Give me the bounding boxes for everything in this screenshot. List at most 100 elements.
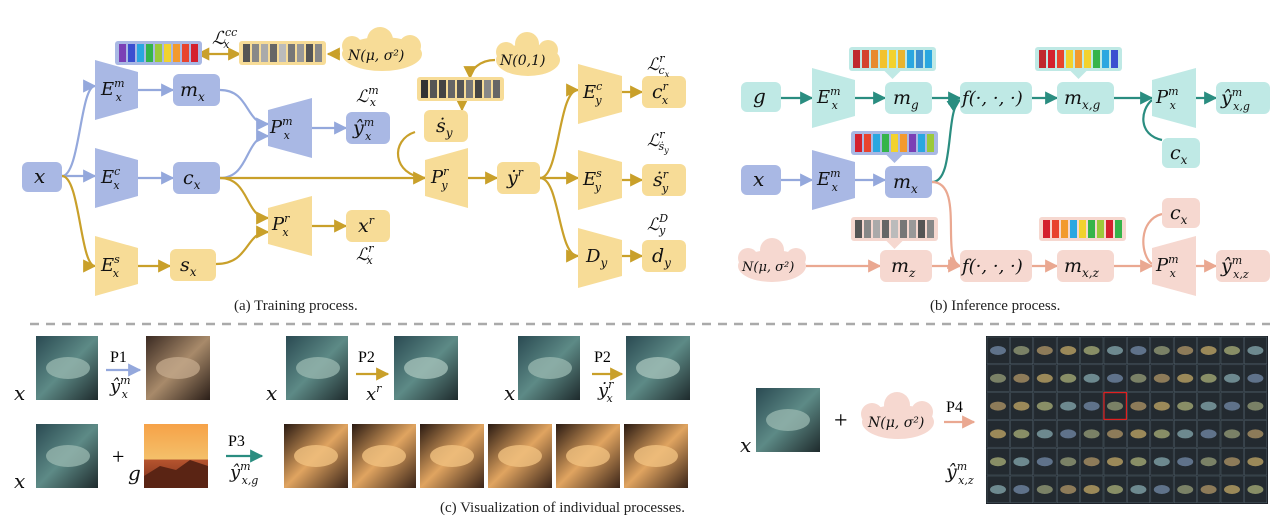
code-bar-pointer (886, 155, 903, 163)
vis-p4-output-grid (986, 336, 1268, 504)
code-cell (1111, 50, 1118, 68)
inf-bar-xz (1039, 217, 1126, 241)
code-cell (457, 80, 464, 98)
code-cell (1066, 50, 1073, 68)
node-yhat-m-x (346, 112, 390, 144)
vis-p3-fish-body (634, 445, 678, 467)
code-cell (909, 134, 916, 152)
code-cell (430, 80, 437, 98)
vis-p4-fish-body (1013, 346, 1030, 355)
code-cell (889, 50, 896, 68)
inf-out-bottom (1216, 250, 1270, 282)
caption-c: (c) Visualization of individual processe… (440, 500, 685, 516)
inf-f-top-label: f(·, ·, ·) (960, 88, 1023, 109)
vis-p3-output-strip (284, 424, 688, 488)
vis-p4-fish-body (1224, 457, 1240, 467)
vis-p4-fish-body (1130, 373, 1147, 383)
vis-p4-fish-body (1013, 429, 1030, 439)
code-cell (864, 134, 871, 152)
code-cell (306, 44, 313, 62)
code-cell (146, 44, 153, 62)
code-cell (891, 134, 898, 152)
code-cell (1088, 220, 1095, 238)
inf-projector-bottom (1152, 236, 1196, 296)
code-cell (1093, 50, 1100, 68)
vis-p4-fish-body (990, 429, 1006, 439)
vis-p4-fish-body (1224, 485, 1240, 494)
vis-p4-fish-body (990, 346, 1006, 355)
vis-p4-fish-body (1107, 373, 1123, 383)
vis-p4-fish-body (1013, 485, 1030, 494)
code-cell (164, 44, 171, 62)
mask-code-bar-gray (239, 41, 326, 65)
inf-g-label: g (753, 84, 766, 108)
code-bar-pointer (886, 241, 903, 249)
code-cell (900, 220, 907, 238)
train-x-node (22, 162, 62, 192)
node-ydot-r-label: ẏr (506, 166, 524, 189)
projector-P-r-y (425, 148, 468, 208)
code-cell (873, 220, 880, 238)
code-cell (882, 220, 889, 238)
vis-p2-label-1: P2 (358, 349, 375, 366)
vis-p4-fish-body (1200, 373, 1217, 383)
code-cell (243, 44, 250, 62)
code-cell (1106, 220, 1113, 238)
standard-noise-label: N(0,1) (499, 53, 545, 69)
code-cell (1061, 220, 1068, 238)
code-cell (297, 44, 304, 62)
code-cell (421, 80, 428, 98)
gaussian-noise-label: N(μ, σ²) (347, 48, 404, 64)
code-cell (853, 50, 860, 68)
vis-p4-fish-body (1177, 401, 1194, 411)
inf-c-bottom-label: cx (1170, 202, 1188, 227)
node-c-x-r (642, 76, 686, 108)
vis-p4-fish-body (1200, 401, 1217, 411)
vis-p4-fish-body (1083, 401, 1100, 411)
vis-p4-fish-body (1036, 457, 1053, 467)
standard-noise-cloud: N(0,1) (496, 32, 560, 76)
code-cell (927, 220, 934, 238)
vis-p4-fish-body (1153, 373, 1170, 383)
inf-x-node (741, 165, 781, 195)
encoder-E-c-x (95, 148, 138, 208)
vis-p3-fish-body (430, 445, 474, 467)
vis-p4-fish-body (1200, 485, 1217, 494)
code-cell (182, 44, 189, 62)
code-cell (862, 50, 869, 68)
code-cell (918, 134, 925, 152)
code-cell (1057, 50, 1064, 68)
vis-p4-fish-body (1200, 429, 1217, 439)
code-cell (279, 44, 286, 62)
code-cell (882, 134, 889, 152)
vis-p4-fish-body (1247, 401, 1264, 411)
vis-p4-fish-body (1224, 346, 1240, 355)
code-cell (315, 44, 322, 62)
code-cell (1102, 50, 1109, 68)
inf-m-g (885, 82, 932, 114)
vis-p4-fish-body (1083, 485, 1100, 494)
gaussian-noise-cloud: N(μ, σ²) (342, 27, 422, 71)
vis-p4-fish-body (1224, 373, 1240, 383)
inf-f-bottom-label: f(·, ·, ·) (960, 256, 1023, 277)
vis-p4-fish-body (1153, 429, 1170, 439)
vis-p4-fish-body (1247, 429, 1264, 439)
node-ydot-r (497, 162, 540, 194)
vis-p4-fish-body (1107, 457, 1123, 467)
vis-p4-fish-body (1060, 346, 1077, 355)
code-cell (916, 50, 923, 68)
code-cell (173, 44, 180, 62)
vis-p4-fish-body (1177, 373, 1194, 383)
